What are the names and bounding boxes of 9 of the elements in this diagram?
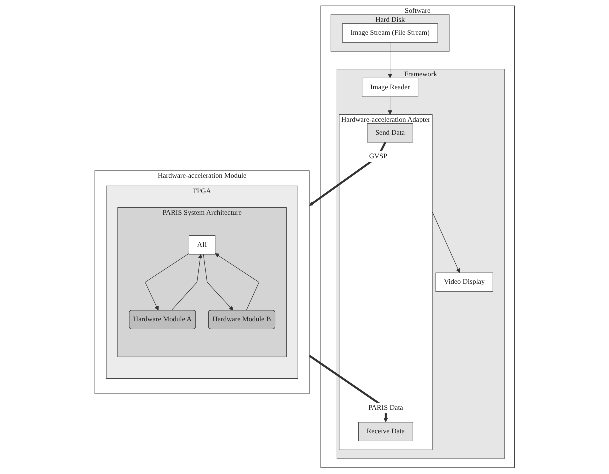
arrow <box>170 254 202 311</box>
arrow <box>308 355 388 423</box>
arrow <box>388 96 392 115</box>
arrow <box>308 142 386 206</box>
arrow <box>388 42 392 78</box>
arrow <box>144 253 190 311</box>
arrow <box>202 254 234 311</box>
arrow <box>214 254 260 311</box>
arrow <box>432 212 460 274</box>
